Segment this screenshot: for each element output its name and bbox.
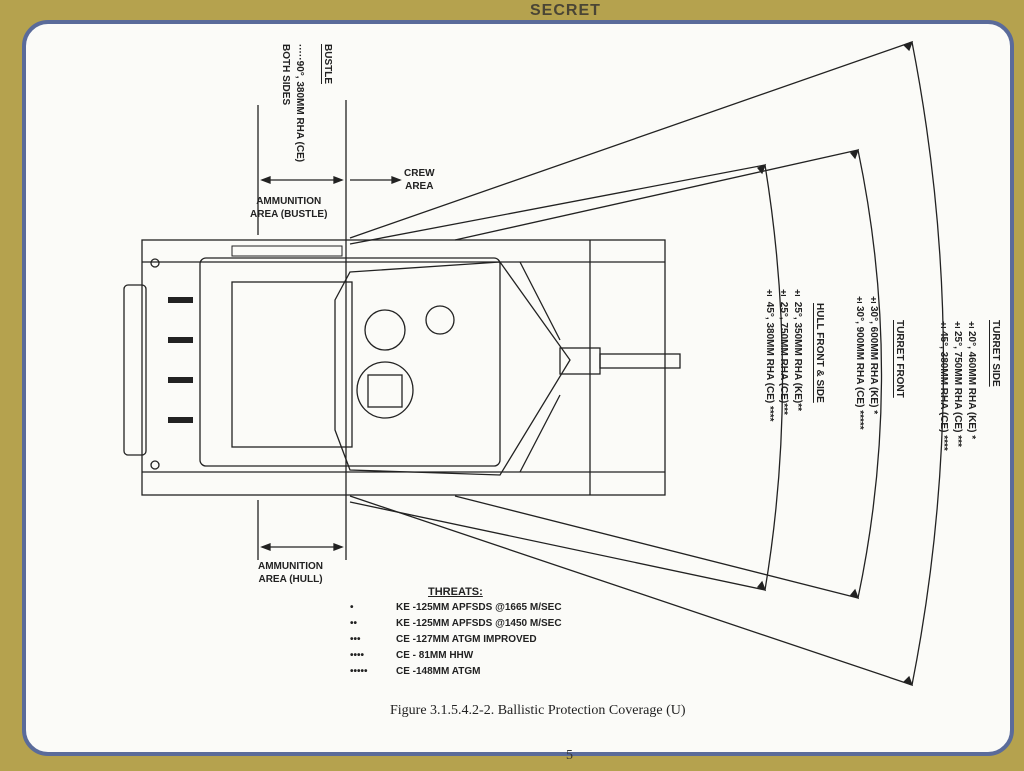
- hull-front-title: HULL FRONT & SIDE: [814, 303, 825, 403]
- turret-side-line: ±25°, 750MM RHA (CE) ***: [952, 320, 963, 447]
- page-number: 5: [566, 748, 573, 763]
- threat-text: KE -125MM APFSDS @1665 M/SEC: [396, 602, 562, 613]
- threat-text: KE -125MM APFSDS @1450 M/SEC: [396, 618, 562, 629]
- coverage-fans: [349, 40, 945, 687]
- hull-front-line: ± 25°, 750MM RHA (CE)***: [778, 288, 789, 415]
- turret-side-block: TURRET SIDE ±20°, 460MM RHA (KE) * ±25°,…: [936, 320, 1002, 451]
- threat-text: CE - 81MM HHW: [396, 650, 474, 661]
- bustle-title: BUSTLE: [322, 44, 333, 84]
- turret-front-title: TURRET FRONT: [894, 320, 905, 398]
- hull-front-block: HULL FRONT & SIDE ± 25°, 350MM RHA (KE)*…: [762, 288, 826, 422]
- hull-front-line: ± 45°, 380MM RHA (CE) ****: [764, 288, 775, 422]
- threat-text: CE -127MM ATGM IMPROVED: [396, 634, 537, 645]
- threats-legend: THREATS: • KE -125MM APFSDS @1665 M/SEC •…: [350, 586, 562, 682]
- turret-side-title: TURRET SIDE: [990, 320, 1001, 387]
- ammo-area-dimensions: [257, 100, 402, 560]
- threat-marker: ••••: [350, 650, 365, 661]
- figure-caption: Figure 3.1.5.4.2-2. Ballistic Protection…: [390, 703, 686, 718]
- threat-marker: •: [350, 602, 354, 613]
- ammo-bustle-label: AMMUNITION AREA (BUSTLE): [250, 196, 328, 220]
- turret-front-block: TURRET FRONT ±30°, 600MM RHA (KE) * ±30°…: [852, 295, 906, 430]
- bustle-line: ·····90°, 380MM RHA (CE): [294, 44, 305, 163]
- hull-front-line: ± 25°, 350MM RHA (KE)**: [792, 288, 803, 411]
- turret-side-line: ±20°, 460MM RHA (KE) *: [966, 320, 977, 440]
- threat-text: CE -148MM ATGM: [396, 666, 481, 677]
- document-page: [22, 20, 1014, 756]
- threat-item: ••••• CE -148MM ATGM: [350, 666, 562, 682]
- turret-side-line: ±45°, 380MM RHA (CE) ****: [938, 320, 949, 451]
- crew-area-label: CREW AREA: [404, 168, 435, 192]
- threats-title: THREATS:: [428, 586, 483, 598]
- bustle-line: BOTH SIDES: [280, 44, 291, 106]
- turret-front-line: ±30°, 900MM RHA (CE) *****: [854, 295, 865, 430]
- threat-item: ••• CE -127MM ATGM IMPROVED: [350, 634, 562, 650]
- tank-hull: [123, 239, 666, 496]
- threat-item: • KE -125MM APFSDS @1665 M/SEC: [350, 602, 562, 618]
- tank-turret: [334, 261, 681, 476]
- ammo-hull-label: AMMUNITION AREA (HULL): [258, 561, 323, 585]
- turret-front-line: ±30°, 600MM RHA (KE) *: [868, 295, 879, 415]
- bustle-protection-block: BUSTLE ·····90°, 380MM RHA (CE) BOTH SID…: [278, 44, 334, 162]
- threat-marker: ••: [350, 618, 358, 629]
- threat-item: •• KE -125MM APFSDS @1450 M/SEC: [350, 618, 562, 634]
- classification-marking: SECRET: [530, 2, 601, 19]
- threat-marker: •••: [350, 634, 361, 645]
- threat-marker: •••••: [350, 666, 368, 677]
- threat-item: •••• CE - 81MM HHW: [350, 650, 562, 666]
